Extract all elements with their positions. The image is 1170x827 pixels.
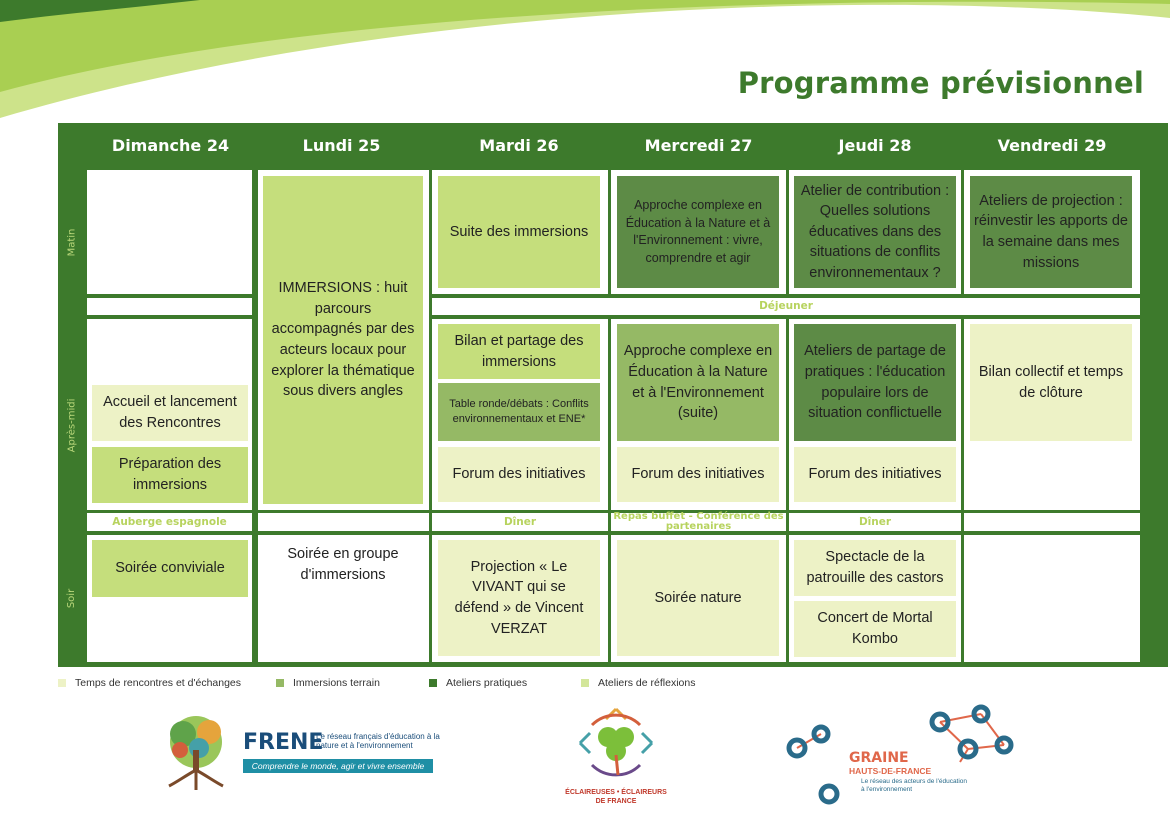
network-icon xyxy=(786,704,1014,805)
session-projection: Projection « Le VIVANT qui se défend » d… xyxy=(438,540,600,656)
legend-swatch xyxy=(276,679,284,687)
eedf-name-line1: ÉCLAIREUSES • ÉCLAIREURS xyxy=(565,789,667,796)
friday-evening-cell xyxy=(964,535,1140,662)
legend-swatch xyxy=(581,679,589,687)
session-accueil: Accueil et lancement des Rencontres xyxy=(92,385,248,441)
meal-repas-buffet: Repas buffet - Conférence des partenaire… xyxy=(611,512,786,532)
session-bilan-partage: Bilan et partage des immersions xyxy=(438,324,600,379)
meal-diner-thursday: Dîner xyxy=(789,513,961,531)
day-header-monday: Lundi 25 xyxy=(302,136,381,155)
legend-swatch xyxy=(58,679,66,687)
frene-tagline: Le réseau français d'éducation à la natu… xyxy=(316,732,440,751)
legend: Temps de rencontres et d'échanges Immers… xyxy=(58,677,695,689)
session-concert: Concert de Mortal Kombo xyxy=(794,601,956,657)
period-label-afternoon: Après-midi xyxy=(66,398,78,452)
meal-auberge-espagnole: Auberge espagnole xyxy=(87,513,252,531)
eedf-name-line2: DE FRANCE xyxy=(595,798,637,805)
header-wave-decoration xyxy=(0,0,1170,118)
session-atelier-contribution: Atelier de contribution : Quelles soluti… xyxy=(794,176,956,288)
meal-dejeuner: Déjeuner xyxy=(432,298,1140,315)
session-forum-tuesday: Forum des initiatives xyxy=(438,447,600,502)
session-table-ronde: Table ronde/débats : Conflits environnem… xyxy=(438,383,600,441)
sunday-lunch-cell xyxy=(87,298,252,315)
graine-region: HAUTS-DE-FRANCE xyxy=(849,766,932,776)
session-suite-immersions: Suite des immersions xyxy=(438,176,600,288)
legend-item: Temps de rencontres et d'échanges xyxy=(58,677,276,689)
period-label-morning: Matin xyxy=(66,228,78,257)
sunday-morning-cell xyxy=(87,170,252,294)
period-label-evening: Soir xyxy=(65,588,77,609)
session-forum-thursday: Forum des initiatives xyxy=(794,447,956,502)
session-forum-wednesday: Forum des initiatives xyxy=(617,447,779,502)
day-header-friday: Vendredi 29 xyxy=(997,136,1107,155)
frene-slogan: Comprendre le monde, agir et vivre ensem… xyxy=(243,759,433,773)
session-approche-complexe: Approche complexe en Éducation à la Natu… xyxy=(617,176,779,288)
frene-name: FRENE xyxy=(243,730,324,755)
graine-tagline: Le réseau des acteurs de l'éducation à l… xyxy=(861,778,968,793)
session-preparation-immersions: Préparation des immersions xyxy=(92,447,248,503)
legend-item: Ateliers de réflexions xyxy=(581,677,695,689)
session-spectacle: Spectacle de la patrouille des castors xyxy=(794,540,956,596)
session-soiree-groupe: Soirée en groupe d'immersions xyxy=(263,535,423,595)
day-header-wednesday: Mercredi 27 xyxy=(644,136,753,155)
session-soiree-nature: Soirée nature xyxy=(617,540,779,656)
frene-logo: FRENE Le réseau français d'éducation à l… xyxy=(155,712,440,792)
legend-swatch xyxy=(429,679,437,687)
graine-logo: GRAINE HAUTS-DE-FRANCE Le réseau des act… xyxy=(785,702,1015,807)
day-header-tuesday: Mardi 26 xyxy=(479,136,559,155)
legend-item: Immersions terrain xyxy=(276,677,429,689)
session-bilan-collectif: Bilan collectif et temps de clôture xyxy=(970,324,1132,441)
clover-icon xyxy=(578,707,654,777)
session-ateliers-partage: Ateliers de partage de pratiques : l'édu… xyxy=(794,324,956,441)
friday-dinner-cell xyxy=(964,513,1140,531)
eedf-logo: ÉCLAIREUSES • ÉCLAIREURS DE FRANCE xyxy=(562,705,670,809)
legend-item: Ateliers pratiques xyxy=(429,677,581,689)
session-ateliers-projection: Ateliers de projection : réinvestir les … xyxy=(970,176,1132,288)
day-header-thursday: Jeudi 28 xyxy=(838,136,912,155)
monday-dinner-cell xyxy=(258,513,429,531)
session-soiree-conviviale: Soirée conviviale xyxy=(92,540,248,597)
session-immersions: IMMERSIONS : huit parcours accompagnés p… xyxy=(263,176,423,504)
session-approche-suite: Approche complexe en Éducation à la Natu… xyxy=(617,324,779,441)
tree-icon xyxy=(168,716,224,790)
page-title: Programme prévisionnel xyxy=(737,66,1144,100)
graine-name: GRAINE xyxy=(849,750,909,766)
day-header-sunday: Dimanche 24 xyxy=(111,136,230,155)
meal-diner-tuesday: Dîner xyxy=(432,513,608,531)
